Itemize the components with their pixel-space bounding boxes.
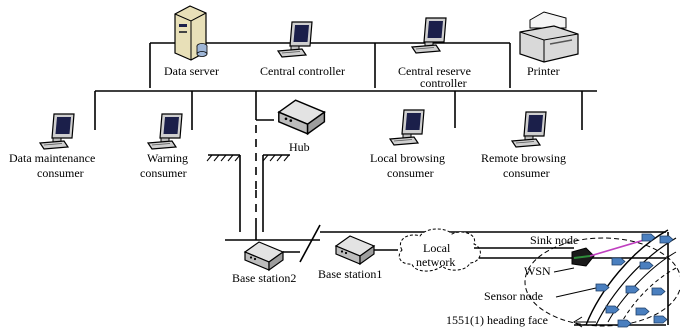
data-server: [174, 5, 208, 61]
label-central-reserve-controller-line1: Central reserve: [398, 64, 471, 78]
tunnel: [225, 218, 669, 326]
label-base-station2: Base station2: [232, 271, 296, 285]
data-maintenance-consumer-computer-icon: [39, 113, 75, 150]
sink-link: [589, 239, 645, 257]
sensor-node-icon: [611, 257, 626, 266]
central-reserve-controller-computer-icon: [411, 17, 447, 54]
label-data-maintenance-consumer-line1: Data maintenance: [9, 151, 95, 165]
label-heading-face: 1551(1) heading face: [446, 313, 548, 327]
local-browsing-consumer-computer-icon: [389, 109, 425, 146]
base-station2-icon: [244, 241, 284, 271]
label-local-network-line2: network: [416, 255, 455, 269]
sensor-node-icon: [659, 235, 674, 244]
heading-face: [585, 229, 677, 326]
label-data-maintenance-consumer-line2: consumer: [37, 166, 84, 180]
wsn-region: [524, 237, 680, 327]
warning-consumer-computer-icon: [147, 113, 183, 150]
label-central-reserve-controller-line2: controller: [420, 76, 467, 90]
sensor-node-icon: [625, 285, 640, 294]
label-data-server: Data server: [164, 64, 219, 78]
sensor-node-icon: [639, 261, 654, 270]
label-wsn: WSN: [524, 264, 551, 278]
label-remote-browsing-consumer-line2: consumer: [503, 166, 550, 180]
hub-device-icon: [278, 99, 326, 135]
sensor-node-icon: [617, 319, 632, 328]
label-warning-consumer-line2: consumer: [140, 166, 187, 180]
sensor-node-icon: [651, 287, 666, 296]
label-base-station1: Base station1: [318, 267, 382, 281]
label-hub: Hub: [289, 140, 310, 154]
sink-node: [571, 239, 645, 267]
label-sink-node: Sink node: [530, 233, 578, 247]
central-controller-computer-icon: [277, 21, 313, 58]
label-warning-consumer-line1: Warning: [147, 151, 188, 165]
sensor-node-icon: [595, 283, 610, 292]
label-local-browsing-consumer-line1: Local browsing: [370, 151, 445, 165]
local-network-cloud: [398, 228, 481, 272]
sink-arrow-icon: [573, 255, 591, 259]
label-central-controller: Central controller: [260, 64, 345, 78]
base-station1-icon: [335, 235, 375, 265]
label-printer: Printer: [527, 64, 560, 78]
remote-browsing-consumer-computer-icon: [511, 111, 547, 148]
backbone-bus: [94, 42, 597, 130]
sensor-node-icon: [653, 315, 668, 324]
mine-shaft: [206, 125, 290, 232]
printer-icon: [519, 11, 579, 63]
label-local-browsing-consumer-line2: consumer: [387, 166, 434, 180]
label-sensor-node: Sensor node: [484, 289, 543, 303]
sensor-node-icon: [635, 307, 650, 316]
heading-face-arrow-icon: [573, 316, 596, 328]
label-remote-browsing-consumer-line1: Remote browsing: [481, 151, 566, 165]
label-local-network-line1: Local: [423, 241, 451, 255]
